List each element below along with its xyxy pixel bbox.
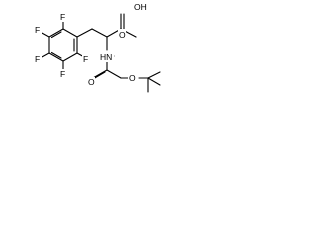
hn-label: HN: [100, 52, 112, 62]
carbonyl-o-label: O: [119, 30, 126, 40]
structure-diagram: OH O F F F F F HN O O: [0, 0, 166, 103]
bond: [48, 28, 64, 38]
fluorine-label: F: [60, 69, 65, 79]
bond: [50, 51, 62, 59]
fluorine-label: F: [35, 25, 40, 35]
fluorine-bonds: [39, 19, 87, 71]
bond: [50, 31, 62, 39]
boc-group: [92, 55, 161, 93]
bond: [62, 28, 78, 38]
backbone: [76, 13, 137, 51]
pentafluorophenyl-ring: [48, 28, 78, 62]
fluorine-label: F: [35, 54, 40, 64]
bond: [147, 77, 161, 86]
oh-label: OH: [134, 2, 147, 12]
bond: [91, 28, 108, 38]
bond: [48, 52, 64, 62]
carbamate-carbonyl-o-label: O: [88, 77, 95, 87]
bond: [106, 69, 122, 79]
ester-o-label: O: [129, 73, 136, 83]
fluorine-label: F: [60, 12, 65, 22]
molecule-drawing: OH O F F F F F HN O O: [34, 1, 161, 93]
fluorine-label: F: [83, 54, 88, 64]
bond: [62, 52, 78, 62]
atom-labels: OH O F F F F F HN O O: [34, 1, 148, 87]
bond: [76, 28, 93, 38]
bond: [147, 71, 161, 79]
bond: [92, 69, 108, 79]
